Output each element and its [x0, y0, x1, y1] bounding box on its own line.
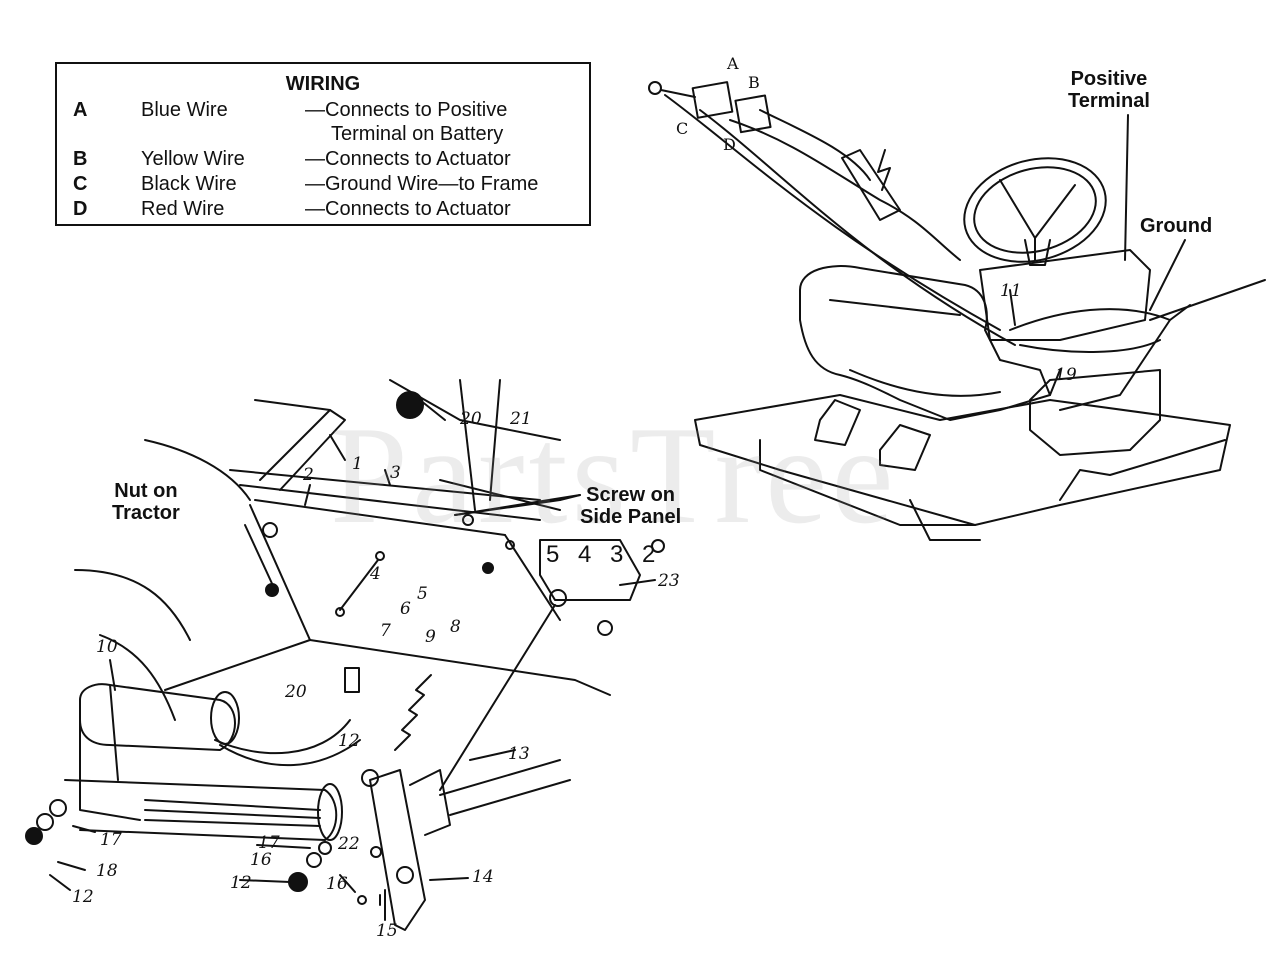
legend-wire: Blue Wire: [141, 99, 228, 121]
legend-connection: —Connects to Positive: [305, 99, 508, 121]
gear-plate-label: 5 4 3 2: [546, 541, 662, 568]
part-number-16: 16: [250, 850, 272, 870]
part-number-14: 14: [472, 867, 494, 887]
part-number-19: 19: [1055, 365, 1077, 385]
legend-row: A Blue Wire —Connects to Positive: [57, 98, 589, 123]
switch-letter-d: D: [723, 135, 736, 154]
part-number-7: 7: [380, 621, 391, 641]
switch-letter-c: C: [676, 119, 689, 138]
part-number-9: 9: [425, 627, 436, 647]
legend-letter: A: [73, 99, 88, 121]
part-number-20: 20: [285, 682, 307, 702]
legend-row: D Red Wire —Connects to Actuator: [57, 197, 589, 222]
legend-letter: B: [73, 148, 88, 170]
legend-connection: —Ground Wire—to Frame: [305, 173, 539, 195]
part-number-16: 16: [326, 874, 348, 894]
callout-ground: Ground: [1140, 215, 1213, 237]
part-number-15: 15: [376, 921, 398, 941]
callout-positive-terminal: Positive Terminal: [1068, 68, 1150, 112]
legend-connection: —Connects to Actuator: [305, 148, 511, 170]
part-number-13: 13: [508, 744, 530, 764]
tractor-seat-illustration: [648, 81, 1266, 541]
part-number-20: 20: [460, 409, 482, 429]
part-number-12: 12: [72, 887, 94, 907]
legend-wire: Black Wire: [141, 173, 237, 195]
part-number-4: 4: [370, 564, 381, 584]
watermark: PartsTree: [330, 398, 898, 553]
part-number-18: 18: [96, 861, 118, 881]
legend-letter: C: [73, 173, 88, 195]
part-number-6: 6: [400, 599, 411, 619]
part-number-1: 1: [352, 454, 363, 474]
part-number-12: 12: [338, 731, 360, 751]
part-number-2: 2: [303, 465, 314, 485]
legend-wire: Yellow Wire: [141, 148, 245, 170]
part-number-5: 5: [417, 584, 428, 604]
legend-connection: —Connects to Actuator: [305, 198, 511, 220]
part-number-12: 12: [230, 873, 252, 893]
part-number-22: 22: [338, 834, 360, 854]
legend-row: Terminal on Battery: [57, 122, 589, 147]
wiring-legend: WIRING A Blue Wire —Connects to Positive…: [55, 62, 591, 226]
actuator-assembly-illustration: [25, 379, 665, 931]
callout-nut-on-tractor: Nut on Tractor: [112, 480, 180, 524]
legend-row: B Yellow Wire —Connects to Actuator: [57, 147, 589, 172]
part-number-23: 23: [658, 571, 680, 591]
part-number-17: 17: [258, 833, 280, 853]
callout-screw-on-side-panel: Screw on Side Panel: [580, 484, 682, 528]
switch-letter-a: A: [727, 54, 739, 73]
part-number-17: 17: [100, 830, 122, 850]
legend-wire: Red Wire: [141, 198, 225, 220]
legend-connection: Terminal on Battery: [331, 123, 504, 145]
part-number-21: 21: [510, 409, 532, 429]
part-number-3: 3: [390, 463, 401, 483]
part-number-8: 8: [450, 617, 461, 637]
switch-letter-b: B: [748, 73, 760, 92]
legend-title: WIRING: [285, 73, 361, 95]
legend-letter: D: [73, 198, 88, 220]
legend-row: C Black Wire —Ground Wire—to Frame: [57, 172, 589, 197]
part-number-10: 10: [96, 637, 118, 657]
part-number-11: 11: [1000, 281, 1022, 301]
